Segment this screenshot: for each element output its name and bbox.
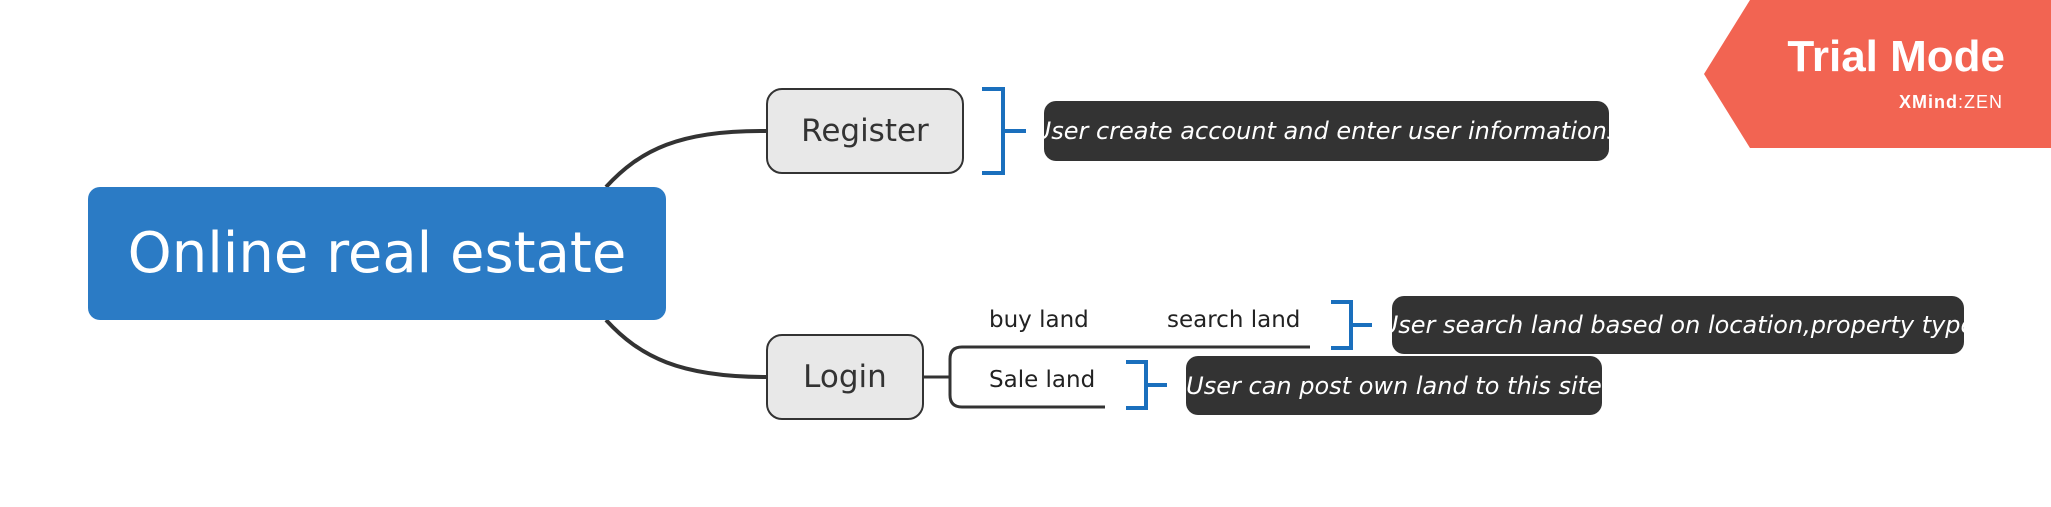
login-children-bracket: [948, 345, 1310, 409]
login-topic-label: Login: [803, 359, 887, 395]
register-note-text: User create account and enter user infor…: [1033, 117, 1620, 145]
register-topic-label: Register: [801, 113, 929, 149]
brand-separator: :: [1957, 92, 1964, 112]
root-login-connector: [604, 318, 767, 379]
trial-mode-title: Trial Mode: [1787, 32, 2005, 81]
search-land-note-text: User search land based on location,prope…: [1380, 311, 1976, 339]
register-note[interactable]: User create account and enter user infor…: [1034, 101, 1619, 161]
xmind-brand: XMind: [1898, 92, 1958, 112]
sale-land-topic[interactable]: Sale land: [989, 367, 1096, 393]
zen-edition: ZEN: [1964, 92, 2003, 112]
login-topic[interactable]: Login: [766, 334, 924, 420]
root-register-connector: [604, 128, 767, 189]
register-topic[interactable]: Register: [766, 88, 964, 174]
root-topic[interactable]: Online real estate: [88, 187, 666, 320]
sale-land-note[interactable]: User can post own land to this site: [1186, 356, 1602, 415]
search-note-bracket: [1331, 300, 1372, 350]
root-topic-label: Online real estate: [127, 221, 627, 286]
register-note-bracket: [982, 87, 1026, 175]
xmind-zen-logo: XMind:ZEN: [1899, 92, 2003, 113]
trial-mode-badge: [1704, 0, 2051, 148]
sale-note-bracket: [1126, 360, 1167, 410]
buy-land-topic[interactable]: buy land: [989, 307, 1089, 333]
sale-land-note-text: User can post own land to this site: [1186, 371, 1602, 400]
search-land-topic[interactable]: search land: [1167, 307, 1301, 333]
search-land-note[interactable]: User search land based on location,prope…: [1381, 296, 1975, 354]
